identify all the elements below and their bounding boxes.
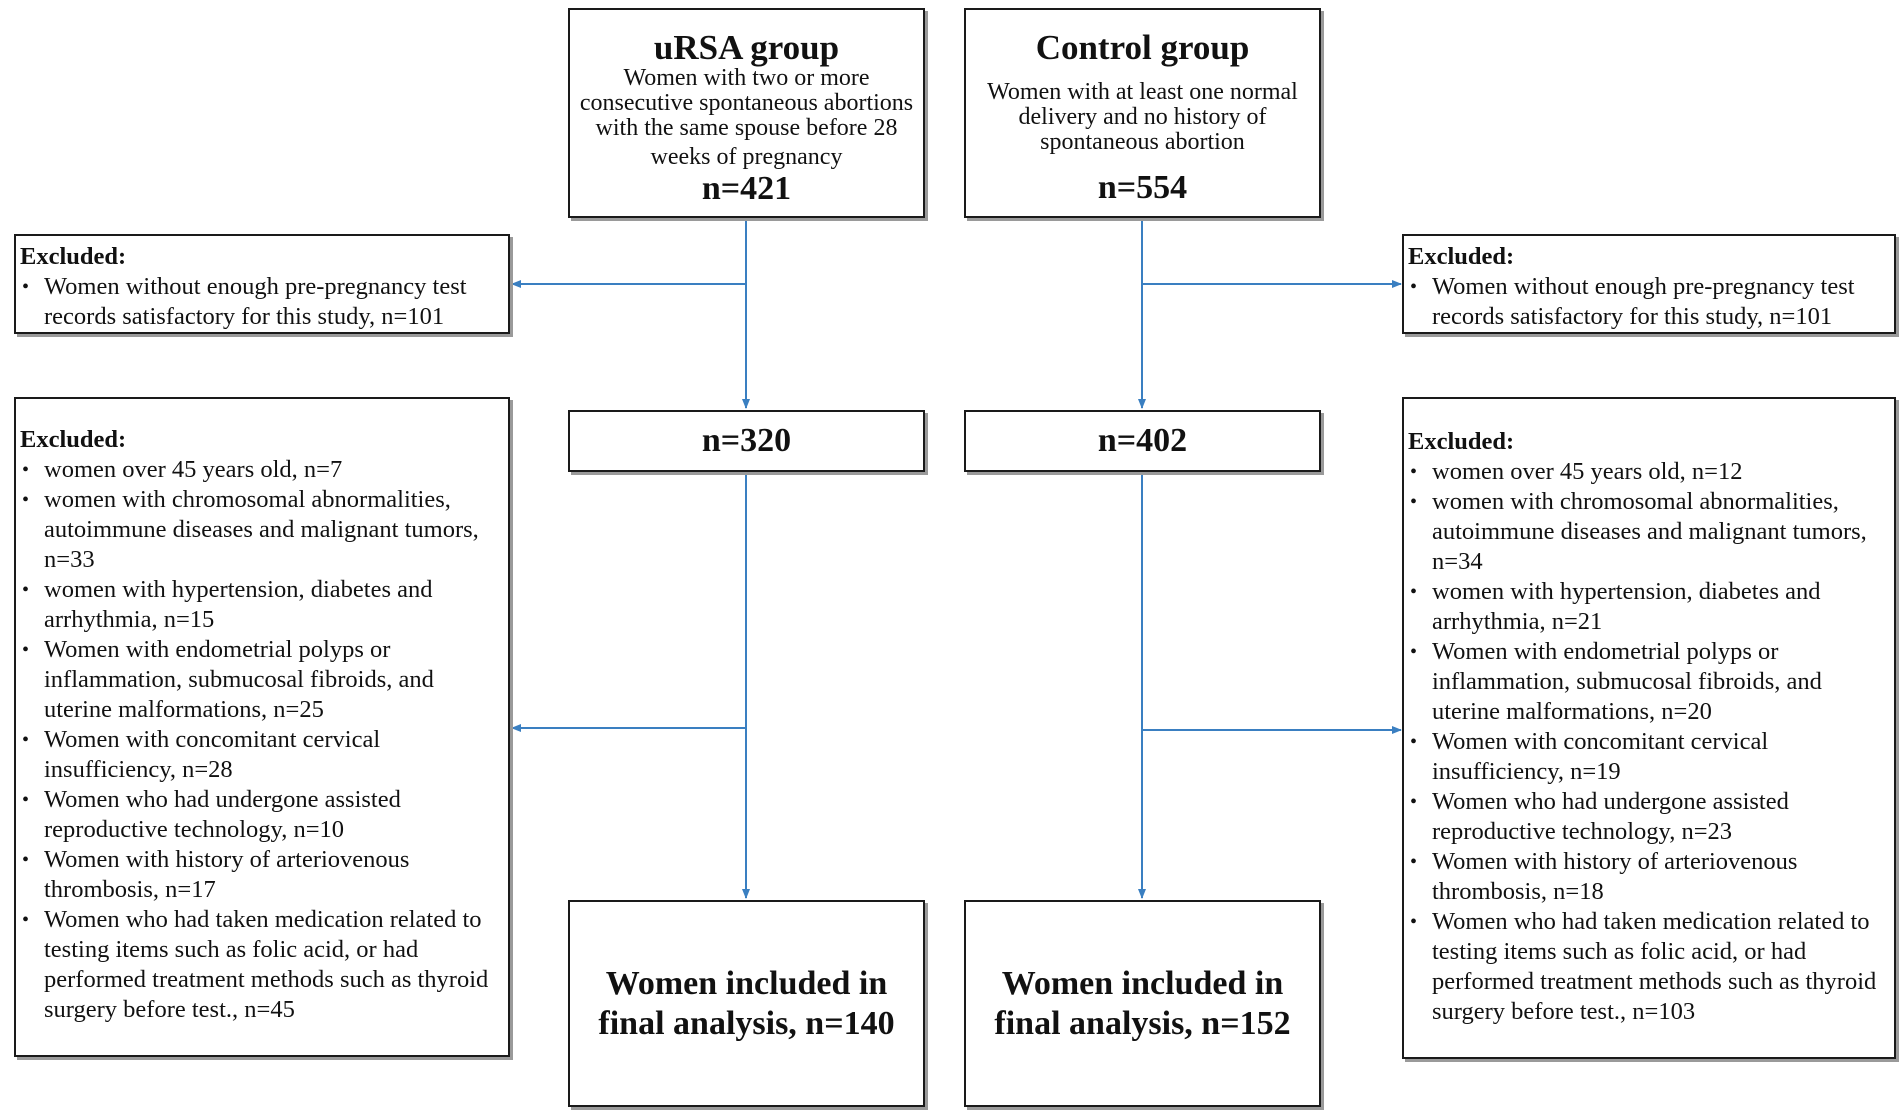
- list-item: Women who had taken medication related t…: [1408, 907, 1890, 1027]
- control-final-analysis-text: Women included in final analysis, n=152: [994, 964, 1291, 1042]
- excluded-list: women over 45 years old, n=12 women with…: [1408, 457, 1894, 1027]
- excluded-heading: Excluded:: [20, 426, 127, 453]
- ursa-final-analysis-text: Women included in final analysis, n=140: [598, 964, 895, 1042]
- ursa-excluded-box-2: Excluded: women over 45 years old, n=7 w…: [14, 397, 510, 1057]
- ursa-final-analysis-box: Women included in final analysis, n=140: [568, 900, 925, 1107]
- list-item: Women with concomitant cervical insuffic…: [20, 725, 504, 785]
- list-item: women over 45 years old, n=7: [20, 455, 504, 485]
- ursa-mid-count: n=320: [701, 422, 792, 459]
- ursa-group-box: uRSA group Women with two or more consec…: [568, 8, 925, 218]
- control-mid-count-box: n=402: [964, 410, 1321, 472]
- excluded-list: Women without enough pre-pregnancy test …: [1408, 272, 1894, 332]
- control-group-title: Control group: [1035, 28, 1250, 67]
- list-item: Women with concomitant cervical insuffic…: [1408, 727, 1890, 787]
- list-item: Women who had undergone assisted reprodu…: [20, 785, 504, 845]
- excluded-list: Women without enough pre-pregnancy test …: [20, 272, 508, 332]
- ursa-group-description: Women with two or more consecutive spont…: [579, 65, 914, 170]
- list-item: Women with endometrial polyps or inflamm…: [1408, 637, 1890, 727]
- excluded-list: women over 45 years old, n=7 women with …: [20, 455, 508, 1025]
- control-group-description: Women with at least one normal delivery …: [987, 79, 1298, 155]
- list-item: women with hypertension, diabetes and ar…: [1408, 577, 1890, 637]
- ursa-group-title: uRSA group: [653, 28, 840, 67]
- list-item: women with chromosomal abnormalities, au…: [20, 485, 504, 575]
- list-item: women with hypertension, diabetes and ar…: [20, 575, 504, 635]
- control-initial-count: n=554: [1097, 169, 1188, 206]
- list-item: Women without enough pre-pregnancy test …: [20, 272, 504, 332]
- ursa-initial-count: n=421: [701, 170, 792, 207]
- list-item: women with chromosomal abnormalities, au…: [1408, 487, 1890, 577]
- list-item: Women who had taken medication related t…: [20, 905, 504, 1025]
- control-excluded-box-2: Excluded: women over 45 years old, n=12 …: [1402, 397, 1896, 1059]
- list-item: Women with history of arteriovenous thro…: [20, 845, 504, 905]
- ursa-excluded-box-1: Excluded: Women without enough pre-pregn…: [14, 234, 510, 334]
- control-group-box: Control group Women with at least one no…: [964, 8, 1321, 218]
- ursa-mid-count-box: n=320: [568, 410, 925, 472]
- list-item: Women with history of arteriovenous thro…: [1408, 847, 1890, 907]
- excluded-heading: Excluded:: [1408, 243, 1515, 270]
- list-item: Women with endometrial polyps or inflamm…: [20, 635, 504, 725]
- control-final-analysis-box: Women included in final analysis, n=152: [964, 900, 1321, 1107]
- list-item: women over 45 years old, n=12: [1408, 457, 1890, 487]
- control-mid-count: n=402: [1097, 422, 1188, 459]
- control-excluded-box-1: Excluded: Women without enough pre-pregn…: [1402, 234, 1896, 334]
- excluded-heading: Excluded:: [20, 243, 127, 270]
- list-item: Women who had undergone assisted reprodu…: [1408, 787, 1890, 847]
- list-item: Women without enough pre-pregnancy test …: [1408, 272, 1890, 332]
- excluded-heading: Excluded:: [1408, 428, 1515, 455]
